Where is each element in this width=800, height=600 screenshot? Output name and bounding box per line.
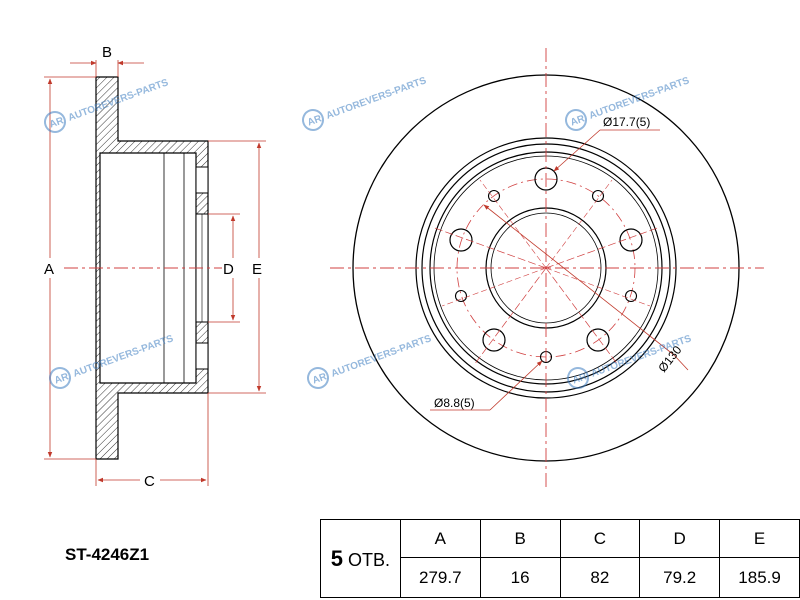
holes-count-cell: 5 ОТВ. [320, 519, 401, 598]
dim-label-d: D [223, 261, 234, 278]
column-header: C [559, 519, 641, 558]
svg-text:AR: AR [311, 371, 329, 387]
dim-label-c: C [144, 473, 155, 490]
svg-text:AR: AR [569, 113, 587, 129]
watermark-logo: AR AUTOREVERS-PARTS [49, 333, 175, 389]
svg-text:AR: AR [53, 371, 71, 387]
large-hole-label: Ø17.7(5) [603, 115, 650, 129]
column-header: E [719, 519, 800, 558]
svg-text:AR: AR [571, 371, 589, 387]
dim-label-b: B [102, 44, 112, 61]
value-cell: 16 [479, 557, 561, 598]
svg-text:AUTOREVERS-PARTS: AUTOREVERS-PARTS [325, 75, 428, 122]
watermark-logo: AR AUTOREVERS-PARTS [307, 333, 433, 389]
holes-unit: ОТВ. [348, 549, 391, 570]
column-header: A [399, 519, 481, 558]
svg-text:AUTOREVERS-PARTS: AUTOREVERS-PARTS [330, 333, 433, 380]
svg-text:AUTOREVERS-PARTS: AUTOREVERS-PARTS [72, 333, 175, 380]
column-header: D [639, 519, 721, 558]
svg-text:AR: AR [48, 115, 66, 131]
small-hole-label: Ø8.8(5) [434, 396, 475, 410]
part-number: ST-4246Z1 [65, 545, 150, 564]
spec-table: 5 ОТВ. A B C D E 279.7 16 82 79.2 185.9 [320, 519, 800, 598]
value-cell: 185.9 [719, 557, 800, 598]
column-header: B [479, 519, 561, 558]
dim-label-e: E [252, 261, 262, 278]
dim-label-a: A [44, 261, 54, 278]
holes-count: 5 [330, 545, 344, 571]
value-cell: 79.2 [639, 557, 721, 598]
front-view: Ø17.7(5) Ø8.8(5) Ø130 [330, 48, 764, 490]
svg-text:AR: AR [306, 113, 324, 129]
side-section-view: B A C D E [42, 44, 268, 490]
value-cell: 82 [559, 557, 641, 598]
value-cell: 279.7 [399, 557, 481, 598]
watermark-logo: AR AUTOREVERS-PARTS [302, 75, 428, 131]
